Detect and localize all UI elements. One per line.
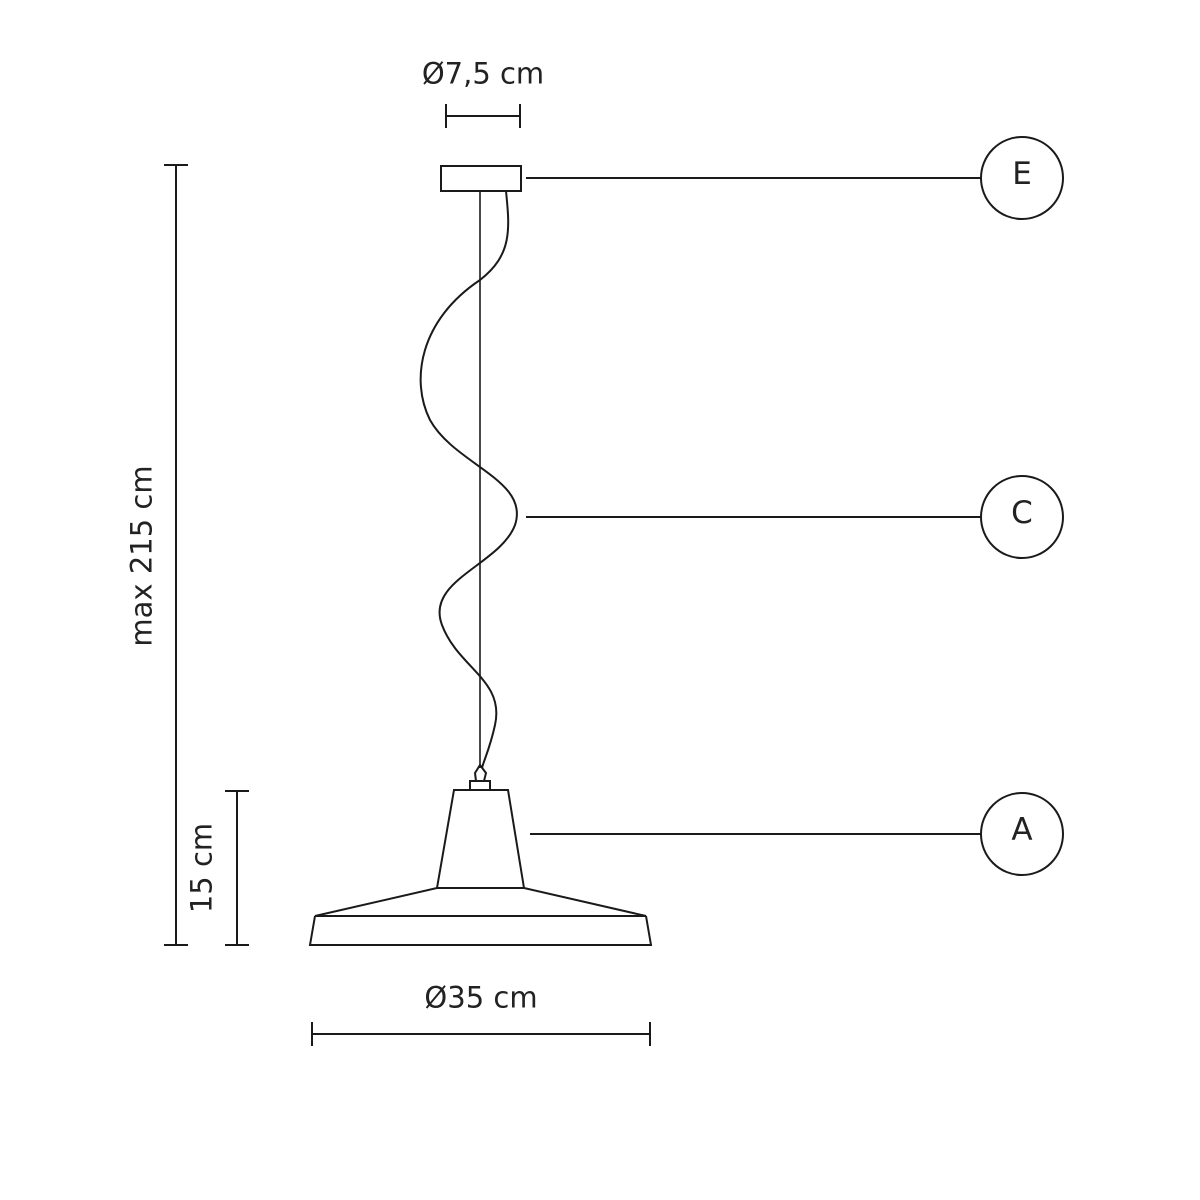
callout-shade xyxy=(530,792,1064,876)
shade-height-label: 15 cm xyxy=(184,822,219,914)
power-cable xyxy=(419,190,518,769)
max-height-dimension xyxy=(164,164,188,946)
lamp-shade xyxy=(308,763,653,946)
shade-diameter-label: Ø35 cm xyxy=(424,980,538,1015)
ceiling-canopy xyxy=(440,165,522,192)
callout-cable-letter: C xyxy=(1011,494,1033,531)
canopy-diameter-dimension xyxy=(445,104,521,128)
callout-shade-letter: A xyxy=(1011,811,1033,848)
shade-diameter-dimension xyxy=(311,1022,651,1046)
canopy-diameter-label: Ø7,5 cm xyxy=(421,56,545,91)
max-height-label: max 215 cm xyxy=(124,465,159,647)
shade-height-dimension xyxy=(225,790,249,946)
callout-cable xyxy=(526,475,1064,559)
callout-canopy-letter: E xyxy=(1012,155,1032,192)
callout-canopy xyxy=(526,136,1064,220)
